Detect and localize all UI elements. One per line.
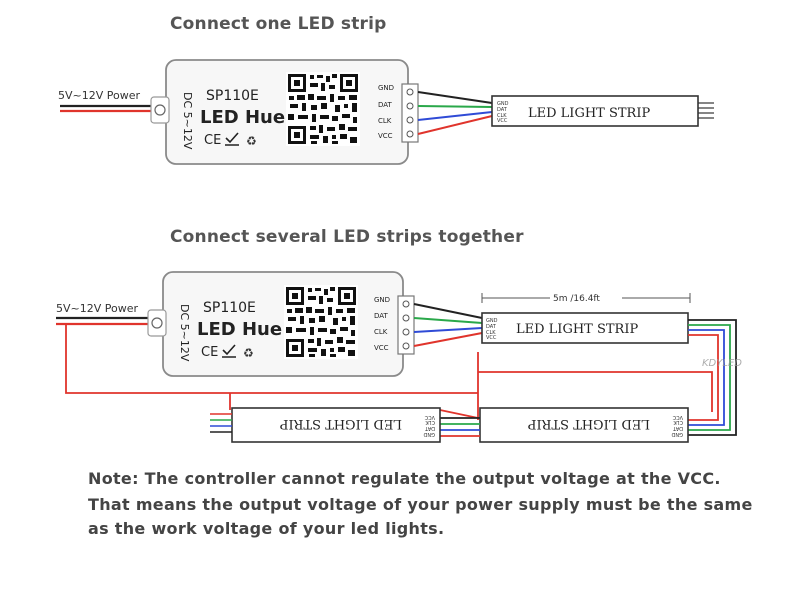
svg-text:LED LIGHT STRIP: LED LIGHT STRIP bbox=[280, 416, 402, 431]
controller-model: SP110E bbox=[206, 88, 259, 104]
svg-text:CLK: CLK bbox=[374, 328, 388, 336]
rohs-check-icon bbox=[225, 132, 239, 146]
recycle-icon-2: ♻ bbox=[243, 346, 254, 360]
svg-text:VCC: VCC bbox=[672, 414, 683, 420]
controller-brand: LED Hue bbox=[200, 107, 285, 128]
svg-text:DAT: DAT bbox=[672, 425, 683, 431]
strip-label: LED LIGHT STRIP bbox=[528, 106, 650, 121]
svg-text:DAT: DAT bbox=[424, 425, 435, 431]
power-injection-wires bbox=[65, 324, 713, 420]
qr-code bbox=[286, 72, 360, 146]
controller-pin-gnd: GND bbox=[378, 84, 394, 92]
svg-text:VCC: VCC bbox=[486, 335, 497, 341]
power-label-2: 5V~12V Power bbox=[56, 302, 138, 315]
output-wires-2 bbox=[413, 303, 483, 347]
heading-one-strip: Connect one LED strip bbox=[170, 14, 387, 34]
svg-text:CLK: CLK bbox=[497, 113, 507, 119]
svg-text:VCC: VCC bbox=[424, 414, 435, 420]
svg-text:VCC: VCC bbox=[374, 344, 389, 352]
led-strip-left: LED LIGHT STRIP GND DAT CLK VCC bbox=[210, 407, 441, 443]
output-terminal bbox=[401, 83, 419, 143]
svg-text:LED LIGHT STRIP: LED LIGHT STRIP bbox=[516, 322, 638, 337]
svg-text:CLK: CLK bbox=[486, 330, 496, 336]
power-label: 5V~12V Power bbox=[58, 89, 140, 102]
recycle-icon: ♻ bbox=[246, 134, 257, 148]
svg-text:SP110E: SP110E bbox=[203, 300, 256, 316]
svg-text:LED Hue: LED Hue bbox=[197, 319, 282, 340]
output-wires bbox=[417, 91, 493, 135]
led-strip-right: LED LIGHT STRIP GND DAT CLK VCC bbox=[479, 407, 689, 443]
svg-text:VCC: VCC bbox=[497, 118, 508, 124]
watermark: KDYLED bbox=[702, 358, 742, 369]
diagram-several-strips: 5V~12V Power DC 5~12V SP110E LED Hue CE … bbox=[56, 271, 737, 443]
rohs-check-icon-2 bbox=[222, 344, 236, 358]
svg-text:GND: GND bbox=[671, 431, 683, 437]
strip-length: 5m /16.4ft bbox=[553, 294, 600, 304]
length-dimension: 5m /16.4ft bbox=[481, 290, 691, 304]
controller-input-rating: DC 5~12V bbox=[181, 92, 194, 150]
diagram-one-strip: 5V~12V Power DC 5~12V SP110E LED Hue CE … bbox=[58, 59, 714, 165]
controller-box-2: DC 5~12V SP110E LED Hue CE ♻ GND DAT CLK… bbox=[147, 271, 415, 377]
note-line-1: Note: The controller cannot regulate the… bbox=[88, 469, 721, 488]
svg-text:CLK: CLK bbox=[673, 419, 683, 425]
controller-pin-dat: DAT bbox=[378, 101, 393, 109]
svg-text:DAT: DAT bbox=[486, 324, 497, 330]
controller-box: DC 5~12V SP110E LED Hue CE ♻ GND DAT CLK… bbox=[150, 59, 419, 165]
svg-text:GND: GND bbox=[374, 296, 390, 304]
loop-wires bbox=[688, 319, 737, 436]
svg-text:CE: CE bbox=[201, 345, 218, 360]
svg-text:GND: GND bbox=[423, 431, 435, 437]
led-strip: GND DAT CLK VCC LED LIGHT STRIP bbox=[491, 95, 714, 127]
controller-pin-clk: CLK bbox=[378, 117, 392, 125]
svg-text:LED LIGHT STRIP: LED LIGHT STRIP bbox=[528, 416, 650, 431]
note-line-2: That means the output voltage of your po… bbox=[88, 495, 753, 514]
svg-text:DC 5~12V: DC 5~12V bbox=[178, 304, 191, 362]
led-strip-top: GND DAT CLK VCC LED LIGHT STRIP bbox=[481, 312, 689, 344]
svg-text:GND: GND bbox=[486, 318, 498, 324]
note-line-3: as the work voltage of your led lights. bbox=[88, 519, 445, 538]
bottom-link-wires bbox=[440, 417, 480, 437]
svg-text:GND: GND bbox=[497, 101, 509, 107]
svg-text:CLK: CLK bbox=[425, 419, 435, 425]
svg-text:DAT: DAT bbox=[497, 107, 508, 113]
qr-code-2 bbox=[284, 285, 358, 359]
ce-mark: CE bbox=[204, 133, 221, 148]
controller-pin-vcc: VCC bbox=[378, 132, 393, 140]
svg-text:DAT: DAT bbox=[374, 312, 389, 320]
heading-several-strips: Connect several LED strips together bbox=[170, 227, 524, 247]
